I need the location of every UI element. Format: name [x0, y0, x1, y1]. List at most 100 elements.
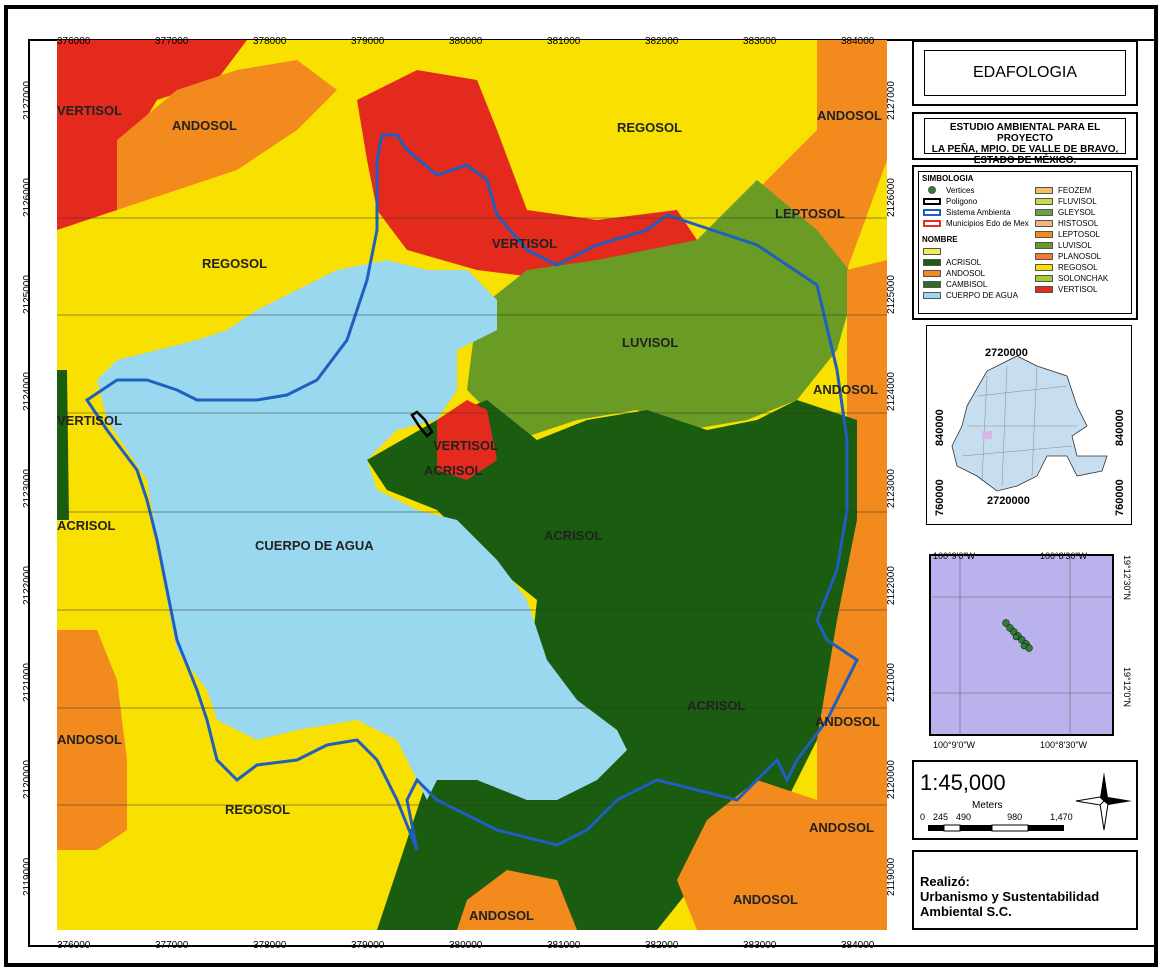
y-tick-left: 2124000: [22, 372, 33, 411]
legend-class: HISTOSOL: [1035, 218, 1098, 228]
y-tick-left: 2123000: [22, 469, 33, 508]
y-tick-right: 2127000: [886, 81, 897, 120]
legend-label: CAMBISOL: [946, 279, 988, 289]
legend-swatch: [923, 247, 941, 255]
map-label: ANDOSOL: [733, 892, 798, 907]
loc-label: 2720000: [987, 495, 1030, 507]
legend-heading: SIMBOLOGIA: [922, 174, 974, 183]
map-label: VERTISOL: [492, 236, 557, 251]
map-label: ACRISOL: [544, 528, 603, 543]
legend-label: PLANOSOL: [1058, 251, 1102, 261]
acrisol-main: [367, 400, 857, 930]
author-line: Urbanismo y Sustentabilidad: [920, 889, 1100, 904]
map-label: LEPTOSOL: [775, 206, 845, 221]
legend-class: ACRISOL: [923, 257, 981, 267]
north-arrow-icon: [1075, 772, 1132, 831]
scale-tick: 980: [1007, 812, 1023, 822]
legend-label: Municipios Edo de Mex: [946, 218, 1029, 228]
map-label: ANDOSOL: [815, 714, 880, 729]
legend-label: Sistema Ambienta: [946, 207, 1011, 217]
legend-class: SOLONCHAK: [1035, 273, 1108, 283]
map-label: ANDOSOL: [809, 820, 874, 835]
andosol-s: [457, 870, 577, 930]
x-tick-top: 382000: [645, 36, 679, 47]
scale-seg: [928, 825, 944, 831]
title-panel: EDAFOLOGIA: [912, 40, 1138, 106]
muni-line: [976, 385, 1068, 397]
legend-label: ACRISOL: [946, 257, 982, 267]
grid-lines: [57, 217, 887, 806]
legend-label: CUERPO DE AGUA: [946, 290, 1019, 300]
acrisol-w: [57, 370, 69, 520]
scale-ratio: 1:45,000: [920, 770, 1006, 795]
legend-label: FLUVISOL: [1058, 196, 1097, 206]
y-tick-left: 2121000: [22, 663, 33, 702]
y-tick-left: 2127000: [22, 81, 33, 120]
legend-swatch: [1035, 230, 1053, 238]
map-label: ACRISOL: [687, 698, 746, 713]
legend-class: GLEYSOL: [1035, 207, 1095, 217]
inset-label: 100°9'0"W: [933, 740, 976, 750]
legend-class: CUERPO DE AGUA: [923, 290, 1018, 300]
scale-tick: 0: [920, 812, 926, 822]
legend-class: LUVISOL: [1035, 240, 1092, 250]
map-label: ACRISOL: [57, 518, 116, 533]
y-tick-right: 2120000: [886, 760, 897, 799]
scale-tick: 245: [933, 812, 949, 822]
legend-label: LUVISOL: [1058, 240, 1092, 250]
y-tick-right: 2126000: [886, 178, 897, 217]
legend-swatch: [1035, 263, 1053, 271]
muni-line: [961, 445, 1073, 457]
map-label: LUVISOL: [622, 335, 678, 350]
legend-swatch: [1035, 208, 1053, 216]
cuerpo-de-agua: [97, 260, 627, 800]
legend-swatch: [923, 291, 941, 299]
andosol-sw: [57, 630, 127, 850]
legend-label: HISTOSOL: [1058, 218, 1099, 228]
location-map-panel: 2720000 2720000 840000 840000 760000 760…: [926, 325, 1132, 525]
location-labels: 2720000 2720000 840000 840000 760000 760…: [934, 347, 1126, 516]
inset-map-panel: 100°9'0"W 100°8'30"W 100°9'0"W 100°8'30"…: [918, 545, 1136, 751]
inset-label: 19°12'0"N: [1122, 667, 1132, 707]
vertex-point: [1012, 633, 1020, 641]
legend-class: FLUVISOL: [1035, 196, 1097, 206]
y-tick-left: 2122000: [22, 566, 33, 605]
legend-swatch: [1035, 186, 1053, 194]
andosol-n: [117, 60, 337, 210]
y-tick-right: 2122000: [886, 566, 897, 605]
map-label: VERTISOL: [433, 438, 498, 453]
x-tick-bottom: 381000: [547, 940, 581, 951]
y-tick-left: 2126000: [22, 178, 33, 217]
vertex-point: [1020, 642, 1028, 650]
map-label: VERTISOL: [57, 413, 122, 428]
x-tick-top: 376000: [57, 36, 91, 47]
compass-point: [1075, 796, 1105, 806]
scale-seg: [991, 824, 1029, 832]
y-tick-left: 2125000: [22, 275, 33, 314]
scale-units: Meters: [972, 800, 1003, 811]
location-highlight: [982, 431, 992, 439]
inset-map: 100°9'0"W 100°8'30"W 100°9'0"W 100°8'30"…: [929, 551, 1132, 750]
x-tick-top: 381000: [547, 36, 581, 47]
x-tick-bottom: 380000: [449, 940, 483, 951]
scale-seg: [960, 825, 992, 831]
x-tick-bottom: 382000: [645, 940, 679, 951]
loc-label: 840000: [934, 409, 946, 446]
vertisol-n: [357, 70, 697, 280]
location-map: 2720000 2720000 840000 840000 760000 760…: [934, 347, 1126, 516]
legend-swatch: [923, 208, 941, 216]
legend-swatch: [923, 258, 941, 266]
loc-label: 760000: [934, 479, 946, 516]
loc-label: 2720000: [985, 347, 1028, 359]
legend-class: VERTISOL: [1035, 284, 1097, 294]
loc-label: 760000: [1114, 479, 1126, 516]
legend-swatch: [1035, 219, 1053, 227]
y-tick-left: 2120000: [22, 760, 33, 799]
legend-swatch: [923, 219, 941, 227]
legend-class: [923, 246, 946, 256]
andosol-e: [817, 260, 887, 930]
author-text: Realizó: Urbanismo y Sustentabilidad Amb…: [920, 874, 1099, 919]
